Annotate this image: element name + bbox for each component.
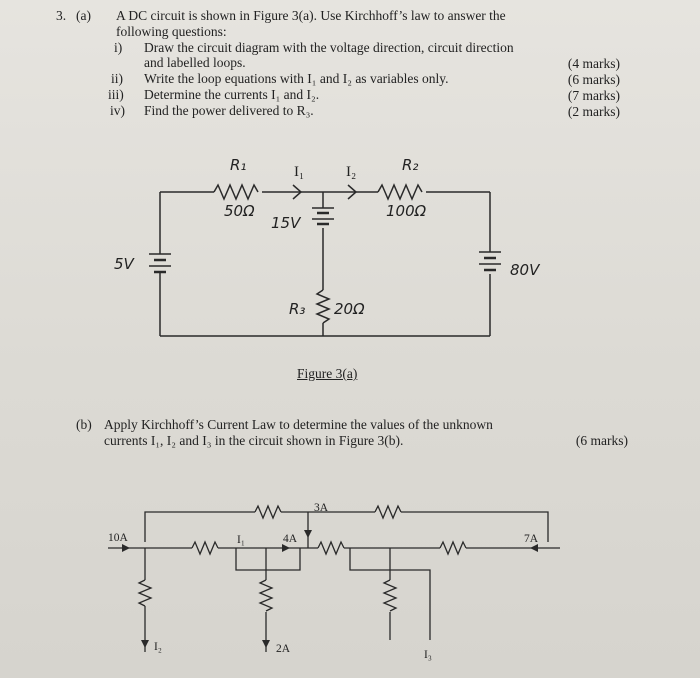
label-15v: 15V	[271, 214, 302, 232]
resistor-r3	[315, 289, 331, 324]
label-b-4a: 4A	[283, 533, 298, 545]
battery-80v	[479, 251, 501, 272]
item-4-line1: Find the power delivered to R₃.	[144, 103, 314, 118]
label-80v: 80V	[510, 261, 541, 279]
resistor-r2	[377, 183, 423, 201]
resistor-r1	[213, 183, 259, 201]
item-3-marks: (7 marks)	[567, 88, 620, 103]
label-5v: 5V	[114, 255, 136, 273]
item-2-num: ii)	[111, 71, 123, 86]
resistor-b-top-left	[254, 504, 282, 520]
label-b-3a: 3A	[314, 502, 329, 514]
item-2-line1: Write the loop equations with I₁ and I₂ …	[144, 71, 449, 86]
item-1-marks: (4 marks)	[567, 56, 620, 71]
resistor-b-center-vert	[258, 579, 274, 612]
part-b-label: (b)	[76, 417, 92, 432]
label-b-i1: I₁	[237, 534, 245, 546]
battery-15v	[312, 207, 334, 226]
item-1-line2: and labelled loops.	[144, 55, 246, 70]
label-r2: R₂	[402, 156, 418, 174]
label-i2: I₂	[346, 164, 356, 180]
resistor-b-top-right	[374, 504, 402, 520]
resistor-b-mid-center	[317, 540, 345, 556]
label-r3-value: 20Ω	[334, 300, 365, 318]
label-r1-value: 50Ω	[224, 202, 255, 220]
label-b-i2: I₂	[154, 641, 162, 653]
figure-3b-arrows	[122, 530, 538, 648]
item-4-marks: (2 marks)	[567, 104, 620, 119]
part-a-line2: following questions:	[116, 24, 227, 39]
item-4-num: iv)	[110, 103, 125, 118]
part-a-line1: A DC circuit is shown in Figure 3(a). Us…	[116, 8, 506, 23]
label-b-10a: 10A	[108, 532, 129, 544]
label-i1: I₁	[294, 164, 304, 180]
item-1-num: i)	[114, 40, 123, 55]
part-a-label: (a)	[76, 8, 91, 23]
label-r3: R₃	[289, 300, 305, 318]
arrow-i1	[292, 184, 303, 200]
part-b-line1: Apply Kirchhoff’s Current Law to determi…	[104, 417, 493, 432]
part-b-line2: currents I₁, I₂ and I₃ in the circuit sh…	[104, 433, 404, 448]
arrow-i2	[347, 184, 358, 200]
item-3-num: iii)	[108, 87, 124, 102]
resistor-b-left-vert	[137, 579, 153, 607]
label-b-2a: 2A	[276, 643, 291, 655]
label-b-7a: 7A	[524, 533, 539, 545]
resistor-b-right-vert	[382, 579, 398, 612]
resistor-b-mid-right	[439, 540, 467, 556]
battery-5v	[149, 253, 171, 274]
figure-3b-circuit	[108, 504, 560, 652]
label-r2-value: 100Ω	[386, 202, 427, 220]
item-2-marks: (6 marks)	[567, 72, 620, 87]
question-number: 3.	[56, 8, 67, 23]
item-1-line1: Draw the circuit diagram with the voltag…	[144, 40, 514, 55]
item-3-line1: Determine the currents I₁ and I₂.	[144, 87, 320, 102]
label-r1: R₁	[230, 156, 246, 174]
resistor-b-mid-left	[191, 540, 219, 556]
part-b-marks: (6 marks)	[575, 433, 628, 448]
label-b-i3: I₃	[424, 649, 432, 661]
figure-3a-caption: Figure 3(a)	[297, 366, 358, 381]
